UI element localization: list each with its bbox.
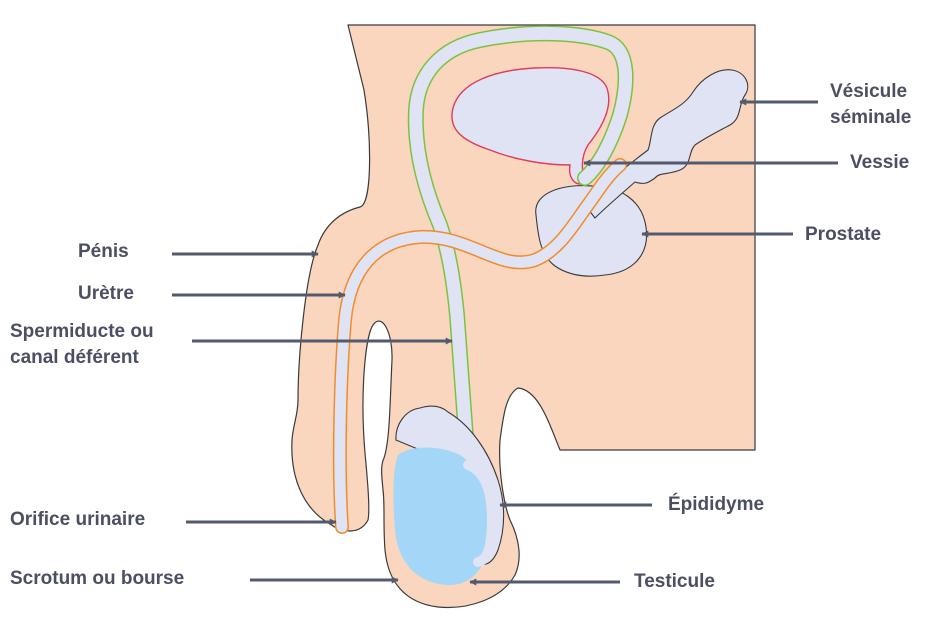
label-seminal-vesicle-line2: séminale [830,107,912,128]
vas-deferens-testicle-segment [463,460,498,567]
label-prostate: Prostate [805,224,882,245]
urethra [332,158,627,534]
label-penis: Pénis [78,241,129,262]
label-urinary-orifice: Orifice urinaire [10,509,146,530]
label-seminal-vesicle-line1: Vésicule [830,81,908,102]
label-vas-deferens-line1: Spermiducte ou [10,321,154,342]
label-urethra: Urètre [78,283,134,304]
testicle-shape [393,447,490,585]
vas-deferens [407,25,634,528]
label-vas-deferens-line2: canal déférent [10,347,139,368]
label-epididymis: Épididyme [668,494,765,515]
annotation-arrows [172,98,838,586]
seminal-vesicle-shape [584,69,749,219]
bladder-shape [451,66,610,185]
label-testicle: Testicule [634,571,715,592]
label-bladder: Vessie [850,152,910,173]
label-scrotum: Scrotum ou bourse [10,568,185,589]
